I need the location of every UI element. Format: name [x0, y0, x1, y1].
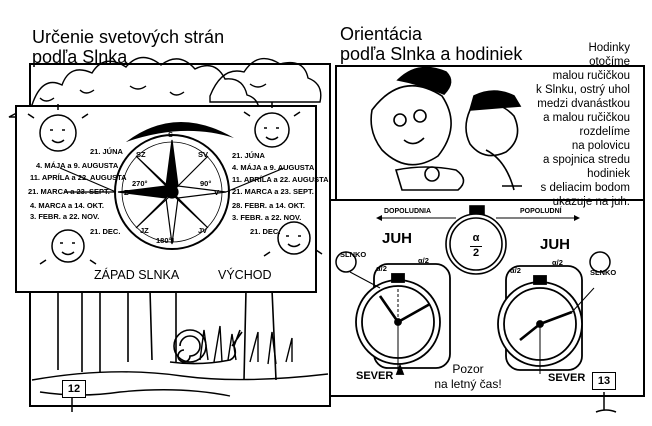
south-label-left: JUH	[382, 230, 413, 247]
instruction-line: hodiniek	[587, 168, 630, 180]
compass-sv: SV	[198, 150, 209, 159]
half-angle-right-b: α/2	[552, 258, 563, 267]
compass-jv: JV	[198, 226, 208, 235]
instruction-line: malou ručičkou	[552, 70, 630, 82]
center-watch-drawing	[445, 205, 507, 275]
page-number-right: 13	[592, 372, 616, 390]
instruction-line: rozdelíme	[579, 126, 631, 138]
tree-trunks	[57, 289, 277, 381]
instruction-line: s deliacim bodom	[540, 182, 630, 194]
instruction-text: Hodinky otočíme malou ručičkou k Slnku, …	[490, 41, 630, 209]
signpost-right	[595, 392, 617, 413]
instruction-line: otočíme	[589, 56, 630, 68]
left-date-1: 4. MÁJA a 9. AUGUSTA	[36, 161, 119, 170]
instruction-line: a spojnica stredu	[543, 154, 630, 166]
page-number-left: 12	[62, 380, 86, 398]
compass-j: J	[170, 236, 175, 245]
degree-180: 180°	[156, 236, 172, 245]
warning-line-1: Pozor	[452, 362, 484, 376]
formula-two: 2	[470, 246, 482, 259]
instruction-line: k Slnku, ostrý uhol	[536, 84, 630, 96]
right-date-0: 21. JÚNA	[232, 151, 265, 160]
label-afternoon: POPOLUDNÍ	[520, 208, 562, 215]
sun-label-right: SLNKO	[590, 268, 617, 277]
instruction-line: medzi dvanástkou	[537, 98, 630, 110]
compass-jz: JZ	[140, 226, 149, 235]
right-watch-drawing	[497, 265, 595, 374]
degree-270: 270°	[132, 179, 148, 188]
right-date-2: 11. APRÍLA a 22. AUGUSTA	[232, 175, 329, 184]
degree-90: 90°	[200, 179, 212, 188]
left-title-line1: Určenie svetových strán	[32, 27, 225, 47]
compass-s: S	[168, 130, 174, 139]
formula-alpha: α	[472, 232, 480, 244]
left-date-5: 3. FEBR. a 22. NOV.	[30, 212, 100, 221]
compass-z: Z	[124, 188, 129, 197]
compass-rose	[59, 139, 285, 245]
summer-time-warning: Pozor na letný čas!	[420, 362, 516, 392]
sun-left-drawing	[335, 251, 357, 273]
left-date-3: 21. MARCA a 23. SEPT.	[28, 187, 110, 196]
right-date-5: 3. FEBR. a 22. NOV.	[232, 213, 302, 222]
left-date-2: 11. APRÍLA a 22. AUGUSTA	[30, 173, 127, 182]
north-label-left: SEVER	[356, 370, 394, 382]
compass-v: V	[214, 188, 220, 197]
left-title-line2: podľa Slnka	[32, 47, 128, 67]
north-label-right: SEVER	[548, 372, 586, 384]
half-angle-left-b: α/2	[418, 256, 429, 265]
sun-right-drawing	[589, 251, 611, 273]
character-drawing	[370, 66, 522, 191]
right-date-4: 28. FEBR. a 14. OKT.	[232, 201, 305, 210]
right-date-6: 21. DEC.	[250, 227, 281, 236]
snail-drawing	[169, 329, 243, 365]
foliage	[8, 56, 322, 118]
caption-east: VÝCHOD	[218, 268, 272, 282]
left-date-6: 21. DEC.	[90, 227, 121, 236]
caption-west: ZÁPAD SLNKA	[94, 268, 180, 282]
right-title-line1: Orientácia	[340, 24, 423, 44]
right-title-line2: podľa Slnka a hodiniek	[340, 44, 523, 64]
sun-label-left: SLNKO	[340, 250, 367, 259]
half-angle-right-a: α/2	[510, 266, 521, 275]
instruction-line: na polovicu	[571, 140, 630, 152]
left-date-0: 21. JÚNA	[90, 147, 123, 156]
right-date-3: 21. MARCA a 23. SEPT.	[232, 187, 314, 196]
warning-line-2: na letný čas!	[434, 377, 502, 391]
instruction-line: a malou ručičkou	[543, 112, 630, 124]
south-label-right: JUH	[540, 236, 571, 253]
instruction-line: ukazuje na juh.	[552, 196, 630, 208]
right-date-1: 4. MÁJA a 9. AUGUSTA	[232, 163, 315, 172]
sun-faces	[27, 102, 323, 265]
left-date-4: 4. MARCA a 14. OKT.	[30, 201, 104, 210]
sun-path-arc	[126, 121, 234, 142]
compass-sz: SZ	[136, 150, 146, 159]
label-morning: DOPOLUDNIA	[384, 208, 432, 215]
half-angle-left-a: α/2	[376, 264, 387, 273]
right-bottom-frame	[329, 199, 645, 397]
left-watch-drawing	[349, 263, 451, 375]
instruction-line: Hodinky	[588, 42, 630, 54]
